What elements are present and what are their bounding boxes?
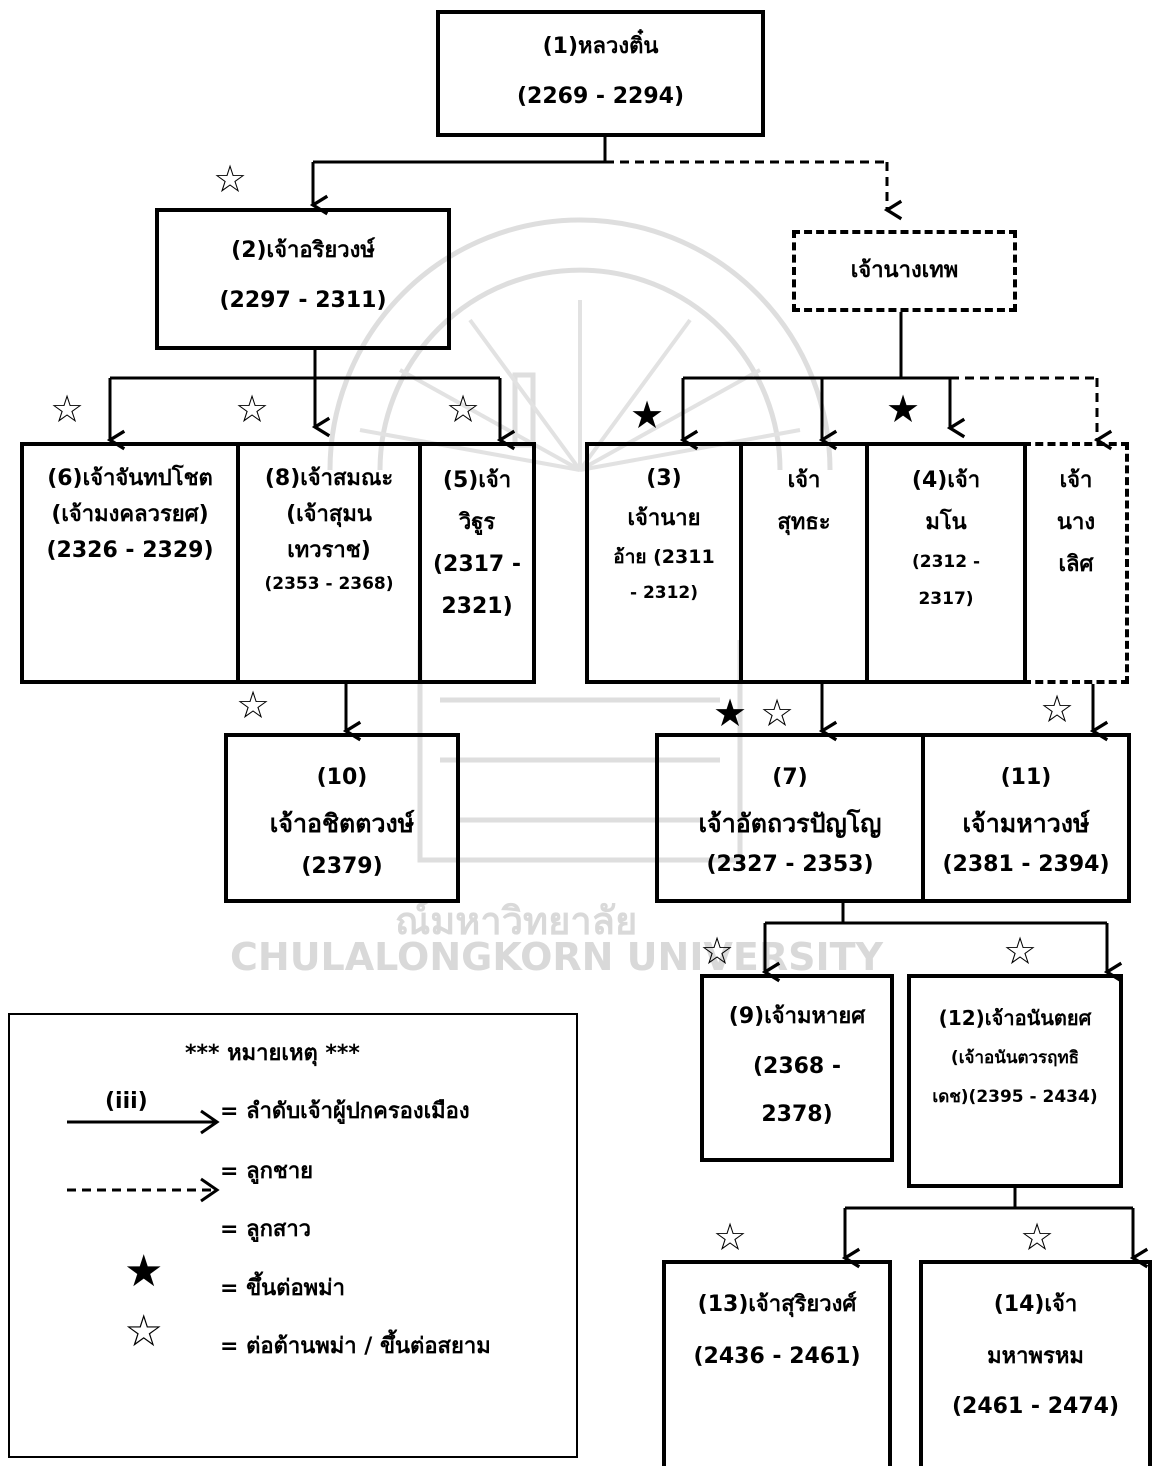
outline-star-icon: ☆ (1020, 1215, 1055, 1259)
node-9-years-end: 2378) (761, 1102, 833, 1127)
outline-star-icon: ☆ (235, 387, 270, 431)
node-4-years-start: (2312 - (911, 552, 981, 572)
node-4-chao-mano: (4)เจ้า มโน (2312 - 2317) (865, 442, 1027, 684)
node-12-alias: (เจ้าอนันตวรฤทธิ (950, 1048, 1080, 1068)
node-suthana-name: สุทธะ (777, 510, 831, 535)
node-11-name: เจ้ามหาวงษ์ (962, 809, 1090, 838)
node-14-name-2: มหาพรหม (987, 1344, 1084, 1369)
node-8-alias-1: (เจ้าสุมน (286, 502, 372, 527)
legend-item-ruler-order: = ลำดับเจ้าผู้ปกครองเมือง (220, 1099, 470, 1124)
legend-box: *** หมายเหตุ *** (iii) ★ ☆ = ลำดับเจ้าผู… (8, 1013, 578, 1458)
filled-star-icon: ★ (886, 387, 921, 431)
node-4-name: (4)เจ้า (911, 468, 981, 493)
node-6-alias: (เจ้ามงคลวรยศ) (51, 502, 209, 527)
node-nang-thep-name: เจ้านางเทพ (850, 258, 959, 283)
node-4-name-2: มโน (925, 510, 967, 535)
node-14-chao-mahaphrom: (14)เจ้า มหาพรหม (2461 - 2474) (919, 1260, 1152, 1466)
node-chao-nang-loet: เจ้า นาง เลิศ (1023, 442, 1129, 684)
node-11-number: (11) (1000, 765, 1052, 790)
outline-star-icon: ☆ (213, 157, 248, 201)
node-14-years: (2461 - 2474) (951, 1394, 1120, 1419)
node-7-years: (2327 - 2353) (706, 852, 874, 877)
legend-example-label: (iii) (105, 1089, 148, 1114)
node-chao-nang-thep: เจ้านางเทพ (792, 230, 1017, 312)
node-10-number: (10) (316, 765, 368, 790)
node-1-luang-tin: (1)หลวงติ๋น (2269 - 2294) (436, 10, 765, 137)
node-9-name: (9)เจ้ามหายศ (728, 1004, 866, 1029)
outline-star-icon: ☆ (1040, 687, 1075, 731)
node-3-name: เจ้านาย (627, 506, 701, 531)
node-10-years: (2379) (301, 854, 383, 879)
node-12-chao-anantayot: (12)เจ้าอนันตยศ (เจ้าอนันตวรฤทธิ เดช)(23… (907, 974, 1123, 1188)
node-chao-suthana: เจ้า สุทธะ (739, 442, 869, 684)
node-2-years: (2297 - 2311) (219, 288, 387, 313)
node-12-years: เดช)(2395 - 2434) (932, 1087, 1098, 1107)
outline-star-icon: ☆ (1003, 929, 1038, 973)
node-6-chao-chanthapachot: (6)เจ้าจันทปโชต (เจ้ามงคลวรยศ) (2326 - 2… (20, 442, 240, 684)
node-8-name: (8)เจ้าสมณะ (264, 466, 394, 491)
outline-star-icon: ☆ (760, 691, 795, 735)
outline-star-icon: ☆ (446, 387, 481, 431)
node-9-chao-mahayot: (9)เจ้ามหายศ (2368 - 2378) (700, 974, 894, 1162)
node-nang-loet-3: เลิศ (1058, 552, 1094, 577)
node-2-name: (2)เจ้าอริยวงษ์ (231, 238, 375, 263)
node-13-years: (2436 - 2461) (693, 1344, 861, 1369)
node-3-years-end: - 2312) (629, 583, 699, 603)
node-9-years-start: (2368 - (752, 1054, 842, 1079)
node-8-alias-2: เทวราช) (287, 538, 371, 563)
node-nang-loet-1: เจ้า (1059, 468, 1093, 493)
node-3-name-years: อ้าย (2311 (613, 546, 715, 568)
node-14-name: (14)เจ้า (993, 1292, 1078, 1317)
node-nang-loet-2: นาง (1056, 510, 1096, 535)
node-5-name-2: วิฐูร (458, 510, 496, 535)
node-12-name: (12)เจ้าอนันตยศ (938, 1006, 1092, 1030)
node-4-years-end: 2317) (918, 589, 974, 609)
node-6-name: (6)เจ้าจันทปโชต (47, 466, 213, 491)
node-7-number: (7) (772, 765, 808, 790)
outline-star-icon: ☆ (713, 1215, 748, 1259)
node-8-years: (2353 - 2368) (264, 574, 394, 594)
node-5-years-end: 2321) (441, 594, 513, 619)
node-1-name: (1)หลวงติ๋น (542, 34, 659, 59)
node-8-chao-samana: (8)เจ้าสมณะ (เจ้าสุมน เทวราช) (2353 - 23… (236, 442, 422, 684)
node-1-years: (2269 - 2294) (516, 84, 685, 109)
filled-star-icon: ★ (713, 691, 748, 735)
node-10-chao-achittawong: (10) เจ้าอชิตตวงษ์ (2379) (224, 733, 460, 903)
node-7-name: เจ้าอัตถวรปัญโญ (698, 809, 882, 838)
legend-title: *** หมายเหตุ *** (185, 1041, 360, 1066)
node-11-years: (2381 - 2394) (942, 852, 1110, 877)
legend-dashed-arrow (67, 1177, 220, 1203)
legend-item-siam-vassal: = ต่อต้านพม่า / ขึ้นต่อสยาม (220, 1334, 491, 1359)
outline-star-icon: ☆ (700, 929, 735, 973)
watermark-thai-text: ณ์มหาวิทยาลัย (395, 899, 638, 943)
node-5-name: (5)เจ้า (442, 468, 512, 493)
node-5-chao-withun: (5)เจ้า วิฐูร (2317 - 2321) (418, 442, 536, 684)
node-5-years-start: (2317 - (432, 552, 522, 577)
legend-item-son: = ลูกชาย (220, 1159, 314, 1184)
node-10-name: เจ้าอชิตตวงษ์ (269, 809, 415, 838)
legend-filled-star-icon: ★ (124, 1246, 164, 1297)
outline-star-icon: ☆ (236, 683, 271, 727)
node-13-chao-suriyawong: (13)เจ้าสุริยวงศ์ (2436 - 2461) (662, 1260, 892, 1466)
node-11-chao-mahawong: (11) เจ้ามหาวงษ์ (2381 - 2394) (921, 733, 1131, 903)
filled-star-icon: ★ (630, 393, 665, 437)
node-6-years: (2326 - 2329) (46, 538, 214, 563)
legend-outline-star-icon: ☆ (124, 1306, 164, 1357)
legend-solid-arrow (67, 1109, 220, 1135)
node-3-number: (3) (646, 466, 682, 491)
legend-item-daughter: = ลูกสาว (220, 1217, 312, 1242)
node-7-chao-attawarapanyo: (7) เจ้าอัตถวรปัญโญ (2327 - 2353) (655, 733, 925, 903)
node-2-chao-ariyawong: (2)เจ้าอริยวงษ์ (2297 - 2311) (155, 208, 451, 350)
node-3-chao-nai-ai: (3) เจ้านาย อ้าย (2311 - 2312) (585, 442, 743, 684)
node-suthana-title: เจ้า (787, 468, 821, 493)
outline-star-icon: ☆ (50, 387, 85, 431)
node-13-name: (13)เจ้าสุริยวงศ์ (697, 1292, 857, 1317)
legend-item-burma-vassal: = ขึ้นต่อพม่า (220, 1276, 346, 1301)
